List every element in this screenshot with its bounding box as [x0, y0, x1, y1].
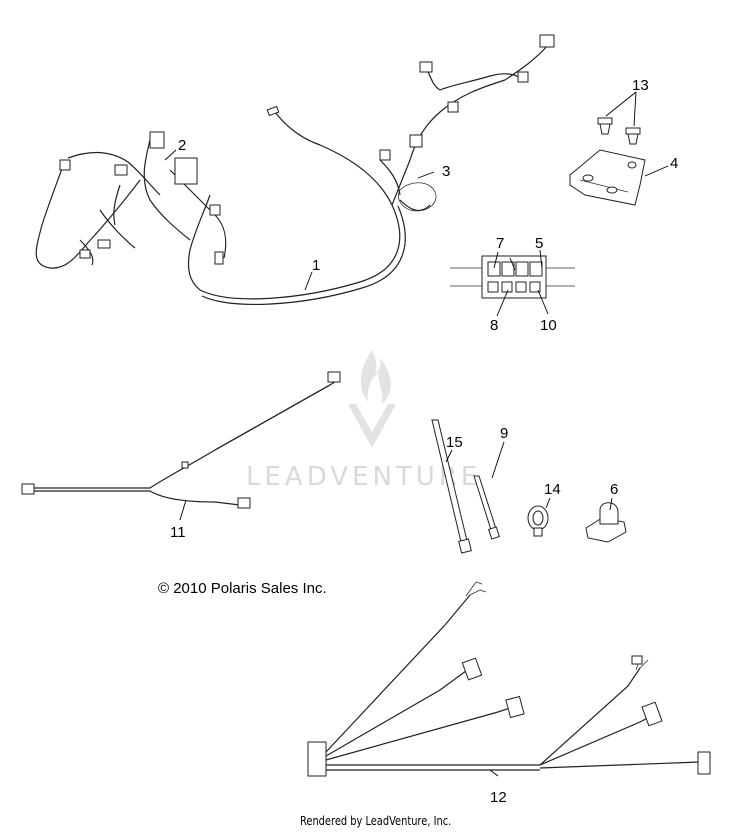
callout-7: 7: [496, 235, 504, 252]
leader-lines: [164, 91, 669, 777]
callout-6: 6: [610, 481, 618, 498]
callout-13: 13: [632, 77, 649, 94]
watermark-text: LEADVENTURE: [246, 462, 481, 492]
callout-2: 2: [178, 137, 186, 154]
adhesive-mount: [585, 502, 627, 543]
callout-5: 5: [535, 235, 543, 252]
callout-labels: 1 2 3 4 5 6 7 8 9 10 11 12 13 14 15: [170, 77, 678, 806]
callout-4: 4: [670, 155, 678, 172]
clamp-clip: [527, 505, 549, 537]
copyright-notice: © 2010 Polaris Sales Inc.: [158, 580, 327, 597]
callout-14: 14: [544, 481, 561, 498]
rendered-by-credit: Rendered by LeadVenture, Inc.: [300, 814, 452, 828]
callout-3: 3: [442, 163, 450, 180]
callout-11: 11: [170, 524, 186, 541]
sub-harness-12: [307, 581, 711, 777]
callout-12: 12: [490, 789, 507, 806]
callout-1: 1: [312, 257, 320, 274]
main-wire-harness: [35, 34, 555, 305]
callout-8: 8: [490, 317, 498, 334]
leadventure-flame-logo: [348, 350, 396, 448]
sub-harness-11: [21, 371, 341, 509]
callout-10: 10: [540, 317, 557, 334]
cable-tie-15: [431, 419, 472, 554]
relay-fuse-box: [450, 255, 575, 299]
callout-9: 9: [500, 425, 508, 442]
mounting-bracket: [569, 149, 646, 206]
cable-tie-9: [473, 475, 500, 540]
bolt-pair: [597, 117, 641, 145]
leadventure-watermark: LEADVENTURE: [246, 350, 481, 492]
callout-15: 15: [446, 434, 463, 451]
